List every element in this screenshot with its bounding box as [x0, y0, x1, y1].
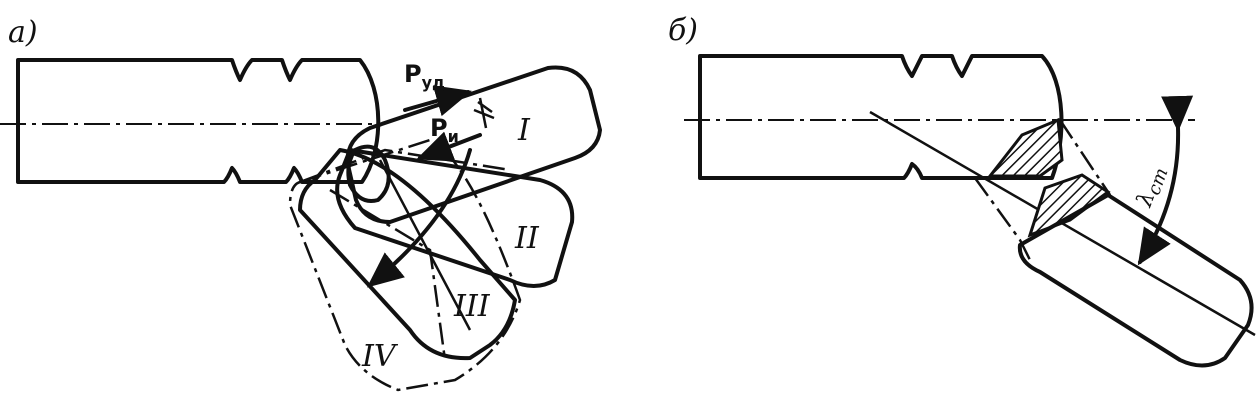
tool-body-b: [1017, 193, 1254, 368]
impact-force-arrow: [403, 85, 472, 117]
cutting-trace-2: [329, 188, 447, 361]
impact-force-label: Pуд: [404, 60, 445, 92]
position-label-iv: IV: [361, 339, 399, 374]
panel-b-label: б): [668, 13, 698, 48]
shaft-b: [698, 54, 1064, 180]
angle-label: λст: [1132, 163, 1173, 212]
tool-edge-trace: [973, 177, 1032, 261]
tool-position-iii: [298, 148, 517, 361]
wear-zone-upper: [986, 117, 1064, 178]
tool-position-ii: [335, 148, 575, 288]
tool-edge-trace-2: [1058, 119, 1112, 196]
inertia-force-label: Pи: [430, 114, 459, 146]
tool-tip-contour: [346, 144, 391, 203]
position-label-ii: II: [514, 221, 540, 256]
cutting-trace-3: [378, 159, 472, 331]
tool-position-iv: [288, 138, 522, 392]
position-label-iii: III: [453, 289, 491, 324]
spring-mark-icon: [473, 97, 495, 129]
panel-a: а) Pуд Pи I II: [0, 15, 602, 392]
inertia-force-arrow: [416, 131, 482, 162]
panel-a-label: а): [8, 15, 38, 50]
panel-b: б) λст: [668, 13, 1256, 368]
cutting-trace-1: [299, 148, 511, 184]
tool-path-arrow: [366, 148, 472, 288]
shaft-a: [16, 58, 381, 184]
tool-position-i: [345, 65, 602, 224]
position-label-i: I: [517, 113, 531, 148]
angle-arc: [1137, 95, 1194, 266]
